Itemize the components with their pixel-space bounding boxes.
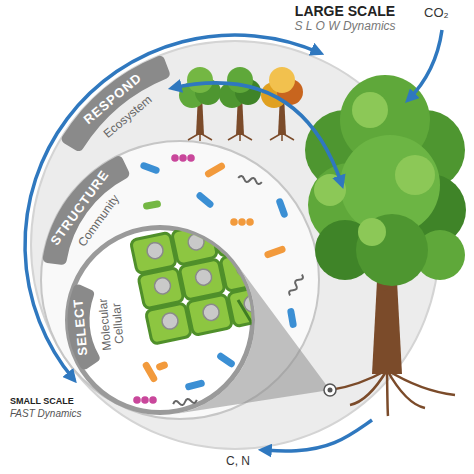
tree-roots	[270, 133, 294, 141]
microbe-rod	[184, 379, 205, 391]
uptake-arrow	[408, 30, 442, 100]
tree-canopy	[358, 218, 386, 246]
cell-nucleus	[228, 224, 247, 243]
circle-shape	[68, 228, 253, 413]
zoom-point	[328, 388, 333, 393]
tree-roots	[188, 133, 212, 141]
scale-subtitle: S L O W Dynamics	[294, 20, 395, 33]
tree-canopy	[269, 67, 295, 93]
tree-canopy	[352, 92, 388, 128]
microbe-coccus	[171, 154, 179, 162]
microbe-rod	[139, 161, 160, 174]
microbe-coccus	[141, 396, 149, 404]
nutrient-label: C, N	[226, 455, 250, 468]
microbe-coccus	[246, 218, 254, 226]
microbe-rod	[287, 308, 297, 329]
microbe-coccus	[238, 218, 246, 226]
plant-cell	[213, 215, 259, 257]
tree-canopy	[227, 67, 253, 93]
lens-content	[130, 215, 275, 407]
microbe-coccus	[179, 154, 187, 162]
scale-subtitle: FAST Dynamics	[10, 408, 82, 419]
tree-canopy	[356, 214, 428, 286]
tree-roots	[228, 133, 252, 141]
scale-heading: LARGE SCALE	[295, 4, 395, 19]
cell-nucleus	[161, 312, 180, 331]
cell-nucleus	[235, 259, 254, 278]
microbe-rod	[216, 351, 236, 368]
scale-heading: SMALL SCALE	[10, 397, 74, 407]
exudate-arrow	[262, 420, 372, 451]
level-label: Molecular Cellular	[96, 297, 127, 351]
microbe-rod	[275, 197, 288, 218]
microbe-rod	[195, 191, 215, 209]
feedback-arrow	[172, 83, 342, 185]
zoom-point	[324, 384, 336, 396]
tree-canopy	[395, 155, 435, 195]
microbe-rod	[263, 245, 286, 259]
cell-nucleus	[153, 276, 172, 295]
cell-nucleus	[202, 303, 221, 322]
hypha	[238, 250, 275, 340]
gas-label: CO₂	[424, 6, 449, 20]
microbe-rod	[141, 361, 158, 384]
microbe-coccus	[149, 396, 157, 404]
microbe-spiral	[288, 273, 304, 296]
cell-nucleus	[187, 232, 206, 251]
arc-band	[68, 284, 100, 369]
microbe-rod	[155, 361, 169, 372]
plant-cell	[186, 294, 232, 336]
microbe-rod	[204, 161, 227, 178]
tree-canopy	[187, 67, 213, 93]
cell-nucleus	[194, 268, 213, 287]
microbe-spiral	[238, 175, 263, 184]
plant-cell	[220, 250, 266, 292]
microbe-coccus	[133, 396, 141, 404]
tree-root	[387, 370, 425, 408]
microbe-rod	[143, 200, 162, 210]
microbe-coccus	[187, 154, 195, 162]
microbe-coccus	[230, 218, 238, 226]
microbe-spiral	[173, 397, 198, 406]
circle-shape	[31, 41, 439, 449]
tree-root	[387, 370, 388, 416]
tree-root	[350, 370, 387, 405]
plant-cell	[145, 303, 191, 345]
cell-nucleus	[146, 241, 165, 260]
large-tree	[305, 75, 466, 416]
